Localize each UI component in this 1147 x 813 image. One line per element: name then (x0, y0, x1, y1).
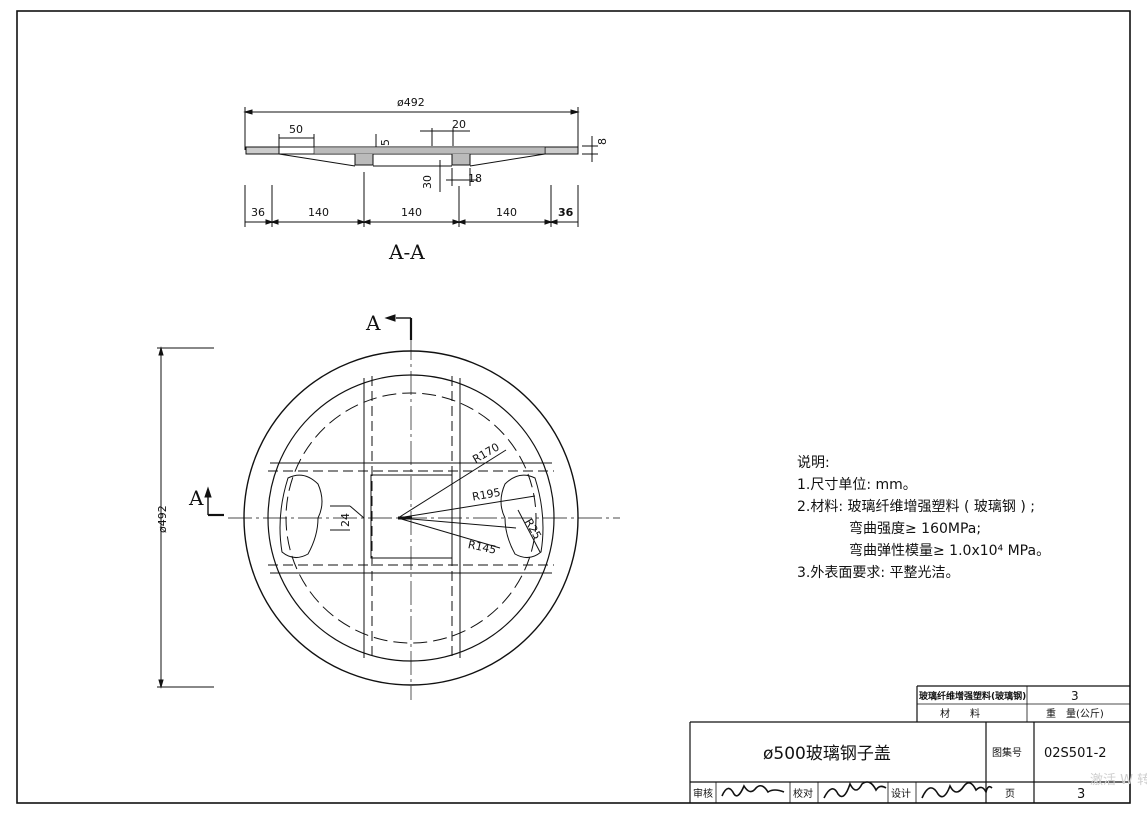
section-dim-30: 30 (421, 175, 434, 189)
note-material: 2.材料: 玻璃纤维增强塑料 ( 玻璃钢 ) ; (797, 499, 1035, 515)
section-dim-18: 18 (468, 172, 482, 185)
page-number: 3 (1077, 787, 1085, 802)
sheet-border (16, 10, 1131, 804)
review-label: 审核 (693, 787, 713, 800)
title-block (689, 685, 1130, 803)
drawing-title: ø500玻璃钢子盖 (763, 744, 891, 764)
section-dim-8: 8 (596, 138, 609, 145)
material-value: 玻璃纤维增强塑料(玻璃钢) (919, 690, 1026, 702)
radius-r25: R25 (522, 516, 544, 541)
section-bottom-dim-2: 140 (308, 206, 329, 219)
section-bottom-dim-1: 36 (251, 206, 265, 219)
section-view (243, 107, 598, 227)
note-units: 1.尺寸单位: mm。 (797, 477, 917, 493)
atlas-label: 图集号 (992, 746, 1022, 759)
watermark: 激活 W 转到 设 (1090, 773, 1147, 788)
section-title: A-A (388, 240, 425, 264)
section-bottom-dim-3: 140 (401, 206, 422, 219)
design-label: 设计 (891, 787, 911, 800)
reviewer-signature (721, 784, 785, 797)
section-mark-left: A (188, 486, 204, 510)
section-overall-dim: ø492 (397, 96, 425, 109)
section-bottom-dim-4: 140 (496, 206, 517, 219)
checker-signature (823, 781, 887, 799)
section-dim-5: 5 (379, 139, 392, 146)
plan-view (157, 314, 620, 700)
notes-heading: 说明: (797, 455, 830, 471)
plan-dim-24: 24 (339, 513, 352, 527)
section-mark-top: A (365, 311, 381, 335)
weight-value: 3 (1071, 689, 1079, 703)
note-surface: 3.外表面要求: 平整光洁。 (797, 565, 960, 581)
section-dim-50: 50 (289, 123, 303, 136)
page-label: 页 (1005, 788, 1015, 800)
radius-r145: R145 (467, 538, 498, 557)
plan-diameter-dim: ø492 (156, 505, 169, 533)
notes-block: 说明: 1.尺寸单位: mm。 2.材料: 玻璃纤维增强塑料 ( 玻璃钢 ) ;… (797, 452, 1097, 584)
weight-label: 重 量(公斤) (1046, 707, 1104, 720)
section-dim-20: 20 (452, 118, 466, 131)
material-label: 材 料 (940, 707, 980, 720)
note-bending-strength: 弯曲强度≥ 160MPa; (849, 521, 982, 537)
section-bottom-dim-5: 36 (558, 206, 574, 219)
radius-r195: R195 (471, 486, 501, 504)
note-bending-modulus: 弯曲弹性模量≥ 1.0x10⁴ MPa。 (849, 543, 1051, 559)
check-label: 校对 (793, 787, 813, 800)
atlas-number: 02S501-2 (1044, 746, 1107, 761)
designer-signature (921, 782, 993, 799)
